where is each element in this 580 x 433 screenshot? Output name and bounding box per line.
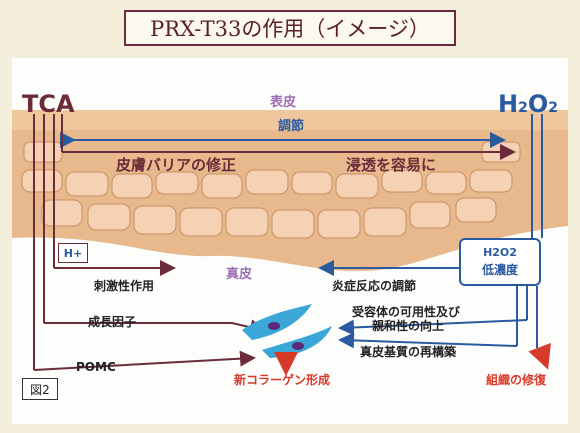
down-arrow-icon [274, 342, 551, 376]
h2o2-label: H2O2 [498, 90, 558, 118]
regulation-top-label: 調節 [278, 119, 305, 134]
h2o2-arrow-matrix [338, 332, 518, 349]
low-box-formula: H2O2 [483, 246, 517, 259]
receptor-label-1: 受容体の可用性及び [352, 305, 461, 319]
tca-arrow-pomc [33, 350, 256, 371]
h2o2-arrow-receptor [338, 319, 528, 336]
matrix-remodel-label: 真皮基質の再構築 [360, 345, 457, 359]
figure-number: 図2 [22, 378, 58, 400]
stratum-corneum [12, 110, 568, 130]
tca-arrow-growth [44, 319, 266, 336]
receptor-label-2: 親和性の向上 [372, 319, 445, 333]
skin-diagram [12, 110, 568, 376]
diagram-panel: TCA H2O2 表皮 調節 皮膚バリアの修正 浸透を容易に H+ H2O2 低… [12, 58, 568, 424]
dermis-label: 真皮 [226, 267, 253, 282]
new-collagen-label: 新コラーゲン形成 [234, 373, 331, 387]
low-concentration-box: H2O2 低濃度 [459, 238, 541, 286]
tca-label: TCA [22, 90, 75, 118]
fibroblast-cell-icon [242, 304, 332, 358]
pomc-label: POMC [76, 360, 116, 374]
low-box-text: 低濃度 [481, 263, 518, 277]
stimulation-label: 刺激性作用 [94, 279, 155, 293]
epidermis-label: 表皮 [270, 95, 297, 110]
tissue-repair-label: 組織の修復 [486, 373, 547, 387]
inflammation-label: 炎症反応の調節 [332, 279, 417, 293]
barrier-repair-label: 皮膚バリアの修正 [116, 156, 237, 174]
page-title: PRX-T33の作用（イメージ） [124, 10, 456, 46]
epidermal-cells [21, 141, 521, 239]
growth-factor-label: 成長因子 [88, 315, 137, 329]
penetration-label: 浸透を容易に [346, 156, 437, 174]
h-plus-box: H+ [58, 243, 88, 263]
